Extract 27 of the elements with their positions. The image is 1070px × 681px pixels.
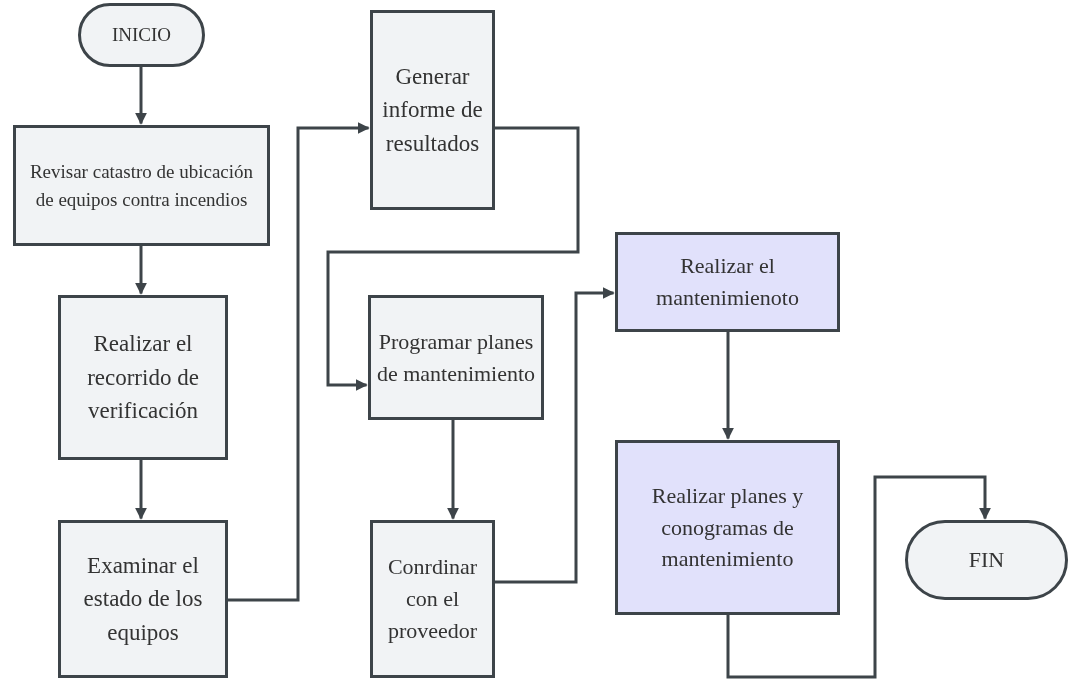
arrow — [447, 420, 459, 520]
arrow — [726, 475, 991, 679]
node-label: Generar informe de resultados — [381, 63, 484, 158]
process-box — [370, 520, 495, 678]
process-box — [58, 520, 228, 678]
node-label: Conrdinar con el proveedor — [386, 553, 479, 645]
arrow — [326, 126, 580, 391]
node-label: Realizar planes y conogramas de mantenimiento — [650, 481, 805, 574]
arrow — [722, 332, 734, 440]
node-label: INICIO — [111, 23, 172, 48]
arrow — [495, 287, 615, 584]
node-label: Programar planes de mantenimiento — [375, 327, 537, 388]
node-label: Examinar el estado de los equipos — [82, 552, 204, 647]
arrow — [135, 246, 147, 295]
process-box — [58, 295, 228, 460]
node-label: Realizar el mantenimienoto — [655, 252, 800, 312]
arrow — [135, 67, 147, 125]
process-box — [368, 295, 544, 420]
process-box — [13, 125, 270, 246]
process-box — [615, 440, 840, 615]
process-box — [370, 10, 495, 210]
process-box — [615, 232, 840, 332]
node-label: Realizar el recorrido de verificación — [86, 330, 200, 426]
arrow — [135, 460, 147, 520]
node-label: Revisar catastro de ubicación de equipos contra incendios — [28, 159, 255, 212]
arrow — [228, 122, 370, 602]
node-label: FIN — [968, 546, 1005, 575]
